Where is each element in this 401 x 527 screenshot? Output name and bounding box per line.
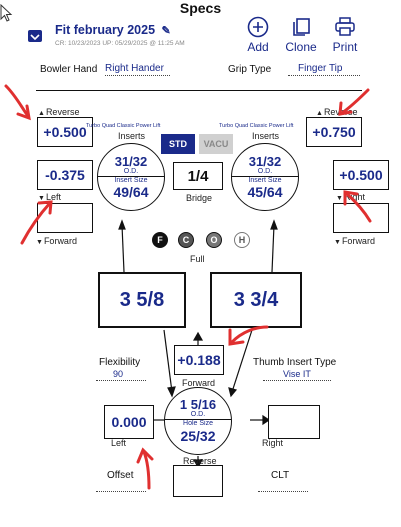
- thumb-right-field[interactable]: [268, 405, 320, 439]
- grip-type-select[interactable]: Finger Tip: [298, 63, 343, 74]
- collapse-chevron-icon[interactable]: [28, 30, 42, 42]
- std-toggle[interactable]: STD: [161, 134, 195, 154]
- grip-type-label: Grip Type: [228, 64, 272, 75]
- thumb-left-label: Left: [111, 438, 127, 448]
- right-insert-brand[interactable]: Turbo Quad Classic Power Lift: [219, 123, 294, 129]
- right-finger-forward-label: Forward: [334, 236, 375, 246]
- flexibility-value[interactable]: 90: [113, 369, 124, 379]
- thumb-insert-type-value[interactable]: Vise IT: [283, 369, 311, 379]
- bridge-field[interactable]: 1/4: [173, 162, 223, 190]
- left-inserts-label: Inserts: [118, 131, 146, 141]
- thumb-hole-size-label: Hole Size: [183, 420, 213, 427]
- right-inserts-label: Inserts: [252, 131, 280, 141]
- clt-label: CLT: [271, 470, 290, 481]
- left-finger-left-label: Left: [38, 192, 61, 202]
- grip-other-button[interactable]: O: [206, 232, 222, 248]
- divider: [36, 90, 362, 91]
- left-finger-left-field[interactable]: -0.375: [37, 160, 93, 190]
- page-title: Specs: [179, 0, 222, 16]
- add-button[interactable]: Add: [244, 16, 272, 54]
- fit-meta: CR: 10/23/2023 UP: 05/29/2025 @ 11:25 AM: [55, 40, 185, 47]
- thumb-forward-label: Forward: [182, 378, 216, 388]
- right-finger-right-field[interactable]: +0.500: [333, 160, 389, 190]
- thumb-hole-size-value: 25/32: [180, 428, 216, 444]
- add-circle-icon: [247, 16, 269, 38]
- flexibility-label: Flexibility: [99, 357, 141, 368]
- thumb-od-label: O.D.: [190, 411, 206, 418]
- right-finger-reverse-field[interactable]: +0.750: [306, 117, 362, 147]
- bowler-hand-underline: [105, 75, 170, 76]
- grip-selected-label: Full: [190, 254, 205, 264]
- bridge-label: Bridge: [186, 193, 213, 203]
- thumb-right-label: Right: [262, 438, 284, 448]
- right-od-label: O.D.: [257, 168, 273, 175]
- mouse-cursor-icon: [0, 4, 13, 22]
- flexibility-underline: [96, 380, 146, 381]
- grip-type-underline: [288, 75, 360, 76]
- thumb-forward-field[interactable]: +0.188: [174, 345, 224, 375]
- right-insert-size-value: 45/64: [247, 184, 283, 200]
- left-insert-size-value: 49/64: [113, 184, 149, 200]
- left-span-field[interactable]: 3 5/8: [98, 272, 186, 328]
- right-hole-divider: [232, 176, 298, 177]
- bowler-hand-select[interactable]: Right Hander: [105, 63, 164, 74]
- left-finger-reverse-field[interactable]: +0.500: [37, 117, 93, 147]
- left-hole-divider: [98, 176, 164, 177]
- fit-name[interactable]: Fit february 2025 ✎: [55, 23, 171, 37]
- left-insert-size-label: Insert Size: [114, 177, 148, 184]
- printer-icon: [335, 17, 355, 36]
- clone-button[interactable]: Clone: [282, 16, 320, 54]
- thumb-insert-type-underline: [263, 380, 331, 381]
- vacu-toggle[interactable]: VACU: [199, 134, 233, 154]
- right-insert-size-label: Insert Size: [248, 177, 282, 184]
- right-finger-hole[interactable]: 31/32 O.D. Insert Size 45/64: [231, 143, 299, 211]
- right-span-field[interactable]: 3 3/4: [210, 272, 302, 328]
- thumb-insert-type-label: Thumb Insert Type: [253, 357, 337, 368]
- left-finger-forward-label: Forward: [36, 236, 77, 246]
- clt-underline: [258, 491, 308, 492]
- right-od-value: 31/32: [248, 154, 282, 169]
- offset-underline: [96, 491, 146, 492]
- thumb-reverse-field[interactable]: [173, 465, 223, 497]
- print-button[interactable]: Print: [328, 16, 362, 54]
- left-od-value: 31/32: [114, 154, 148, 169]
- bowler-hand-label: Bowler Hand: [40, 64, 98, 75]
- grip-conventional-button[interactable]: C: [178, 232, 194, 248]
- left-od-label: O.D.: [123, 168, 139, 175]
- copy-icon: [293, 18, 310, 36]
- left-finger-hole[interactable]: 31/32 O.D. Insert Size 49/64: [97, 143, 165, 211]
- thumb-left-field[interactable]: 0.000: [104, 405, 154, 439]
- thumb-hole-divider: [165, 419, 231, 420]
- grip-half-button[interactable]: H: [234, 232, 250, 248]
- thumb-reverse-label: Reverse: [183, 456, 217, 466]
- left-finger-reverse-label: Reverse: [38, 107, 80, 117]
- left-insert-brand[interactable]: Turbo Quad Classic Power Lift: [86, 123, 161, 129]
- offset-label: Offset: [107, 470, 134, 481]
- edit-pencil-icon[interactable]: ✎: [161, 25, 171, 37]
- right-finger-right-label: Right: [336, 192, 365, 202]
- thumb-size-value: 1 5/16: [179, 397, 217, 412]
- grip-full-button[interactable]: F: [152, 232, 168, 248]
- thumb-hole[interactable]: 1 5/16 O.D. Hole Size 25/32: [164, 387, 232, 455]
